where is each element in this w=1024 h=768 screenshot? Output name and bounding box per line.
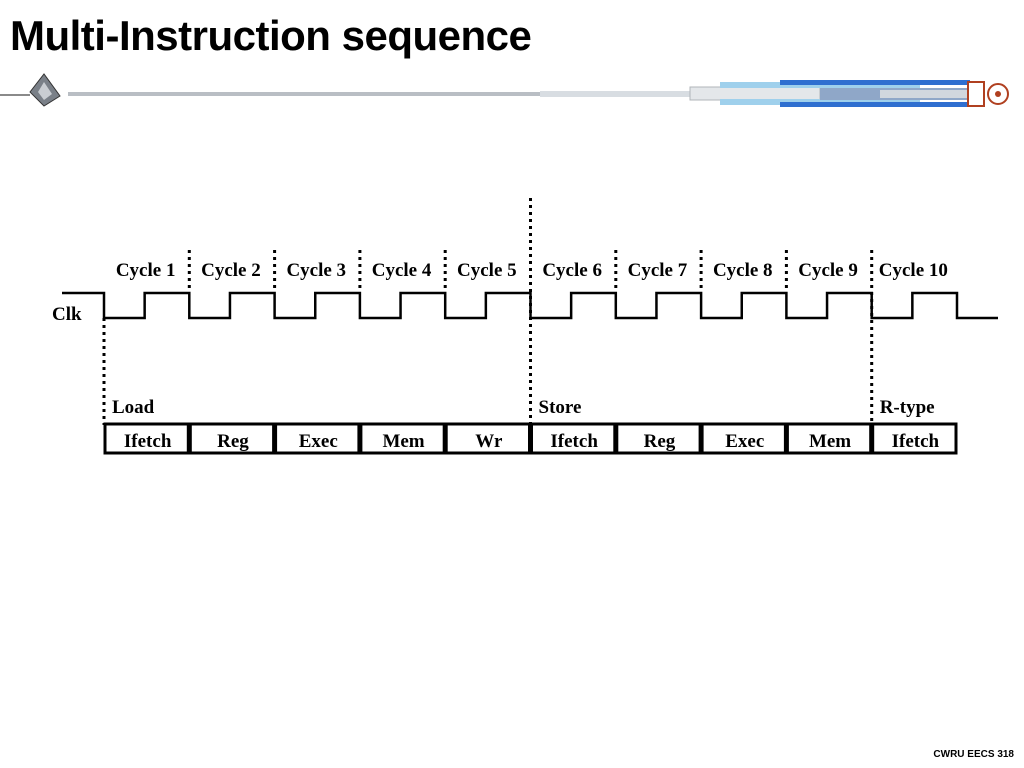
stage-box xyxy=(871,422,958,455)
instruction-names: Load Store R-type xyxy=(112,397,935,418)
stage-label: Mem xyxy=(382,431,424,452)
stage-label: Reg xyxy=(644,431,676,452)
page-title: Multi-Instruction sequence xyxy=(10,12,532,59)
clock-signal: Clk xyxy=(52,291,998,325)
stage-label: Ifetch xyxy=(892,431,940,452)
stage-box xyxy=(700,422,787,455)
cycle-dividers xyxy=(102,198,874,425)
cycle-label: Cycle 3 xyxy=(286,260,346,281)
stage-box xyxy=(615,422,702,455)
instruction-name: Load xyxy=(112,397,155,418)
cycle-labels: Cycle 1 Cycle 2 Cycle 3 Cycle 4 Cycle 5 Cycle… xyxy=(116,260,948,281)
stage-box xyxy=(359,422,446,455)
stage-label: Reg xyxy=(217,431,249,452)
stage-label: Wr xyxy=(475,431,503,452)
cycle-label: Cycle 8 xyxy=(713,260,773,281)
cycle-label: Cycle 10 xyxy=(879,260,948,281)
cycle-label: Cycle 4 xyxy=(372,260,432,281)
stage-box xyxy=(785,422,873,455)
starship-emblem-icon xyxy=(29,73,61,107)
stage-box xyxy=(103,422,190,455)
cycle-label: Cycle 6 xyxy=(542,260,602,281)
stage-label: Ifetch xyxy=(550,431,598,452)
stage-box xyxy=(530,422,617,455)
stage-label: Ifetch xyxy=(124,431,172,452)
header-decoration xyxy=(0,73,1009,107)
instruction-name: R-type xyxy=(880,397,935,418)
cycle-label: Cycle 7 xyxy=(628,260,688,281)
cycle-label: Cycle 5 xyxy=(457,260,517,281)
stage-box xyxy=(188,422,276,455)
stage-box xyxy=(444,422,532,455)
stage-box xyxy=(274,422,361,455)
cycle-label: Cycle 9 xyxy=(798,260,858,281)
stage-label: Mem xyxy=(809,431,851,452)
stage-label: Exec xyxy=(725,431,764,452)
cycle-label: Cycle 2 xyxy=(201,260,261,281)
stage-boxes: Ifetch Reg Exec Mem Wr Ifetch Reg Exec Mem Ifetch xyxy=(103,422,958,455)
starship-banner-icon xyxy=(0,80,1009,107)
clock-label: Clk xyxy=(52,304,82,325)
footer-text: CWRU EECS 318 xyxy=(933,749,1014,760)
instruction-name: Store xyxy=(539,397,582,418)
cycle-label: Cycle 1 xyxy=(116,260,176,281)
stage-label: Exec xyxy=(299,431,338,452)
clock-waveform xyxy=(62,291,998,320)
